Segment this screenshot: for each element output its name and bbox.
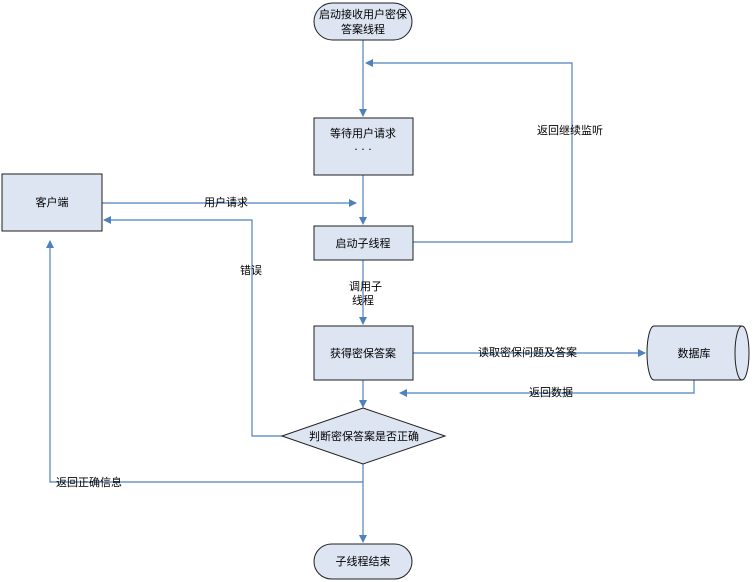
start-node-line1: 启动接收用户密保 xyxy=(319,7,407,21)
wait-node: 等待用户请求 · · · xyxy=(313,117,414,176)
label-user-request: 用户请求 xyxy=(204,195,248,209)
label-read-question: 读取密保问题及答案 xyxy=(478,345,577,359)
end-node: 子线程结束 xyxy=(313,543,413,580)
label-return-listen: 返回继续监听 xyxy=(537,123,603,137)
start-node: 启动接收用户密保 答案线程 xyxy=(313,2,413,41)
edges xyxy=(46,40,695,543)
database-node: 数据库 xyxy=(646,325,750,381)
start-sub-node-label: 启动子线程 xyxy=(336,236,391,250)
edge-return-correct xyxy=(46,240,363,483)
end-node-label: 子线程结束 xyxy=(336,554,391,568)
edge-labels: 返回继续监听 用户请求 错误 调用子 线程 读取密保问题及答案 返回数据 返回正… xyxy=(56,123,603,489)
edge-return-data xyxy=(399,380,695,397)
get-answer-node-label: 获得密保答案 xyxy=(330,346,396,360)
label-error: 错误 xyxy=(240,263,262,277)
start-sub-node: 启动子线程 xyxy=(313,225,414,261)
label-call-sub-line1: 调用子 xyxy=(349,280,382,293)
label-return-correct: 返回正确信息 xyxy=(56,475,122,489)
start-node-line2: 答案线程 xyxy=(341,22,385,36)
label-return-data: 返回数据 xyxy=(529,385,573,399)
wait-node-line2: · · · xyxy=(354,143,371,156)
label-call-sub-line2: 线程 xyxy=(352,293,374,307)
edge-error xyxy=(103,216,283,437)
client-node-label: 客户端 xyxy=(36,195,69,209)
judge-node: 判断密保答案是否正确 xyxy=(280,407,447,465)
wait-node-line1: 等待用户请求 xyxy=(330,126,396,140)
client-node: 客户端 xyxy=(1,173,103,232)
edge-return-listen xyxy=(365,59,573,243)
get-answer-node: 获得密保答案 xyxy=(313,325,414,381)
database-node-label: 数据库 xyxy=(678,346,711,360)
judge-node-label: 判断密保答案是否正确 xyxy=(309,429,419,443)
